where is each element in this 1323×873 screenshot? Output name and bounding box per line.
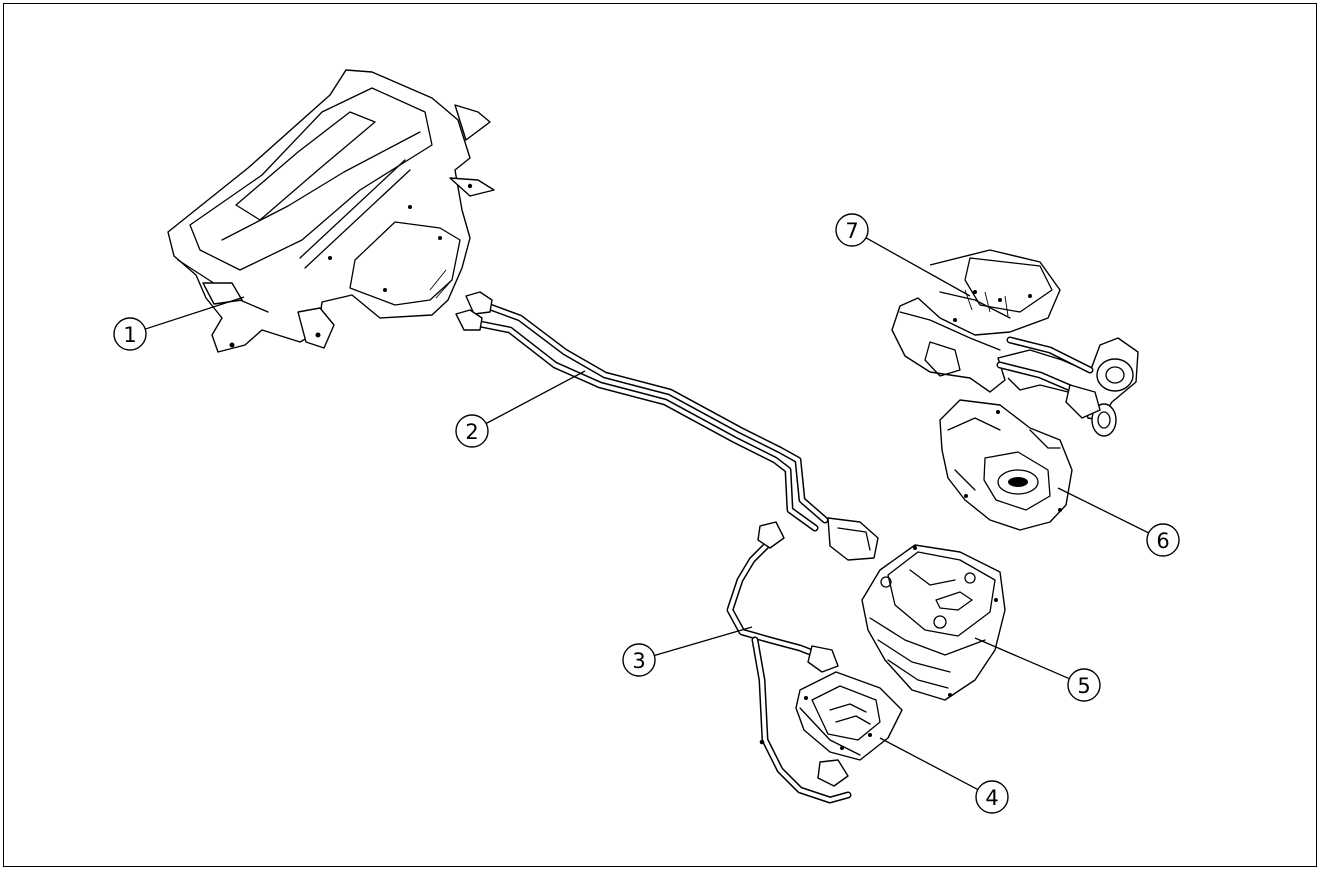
- part-5-inverter: [861, 544, 1006, 701]
- callout-leader-line: [485, 370, 586, 425]
- callout-layer: 1 2 3 4 5 6 7: [113, 213, 1180, 814]
- callout-circle: [835, 213, 869, 247]
- callout-number: 1: [123, 323, 136, 347]
- callout-number: 7: [845, 219, 858, 243]
- part-1-battery-tray: [167, 69, 495, 353]
- part-7-rear-module-assembly: [891, 249, 1139, 437]
- callout-5: 5: [974, 637, 1101, 702]
- callout-4: 4: [879, 737, 1009, 814]
- callout-1: 1: [113, 296, 245, 351]
- callout-number: 3: [632, 649, 645, 673]
- callout-leader-line: [145, 296, 245, 330]
- callout-2: 2: [455, 370, 586, 448]
- callout-number: 2: [465, 420, 478, 444]
- callout-number: 5: [1077, 674, 1090, 698]
- callout-6: 6: [1057, 487, 1180, 557]
- part-3-wiring-harness: [726, 521, 852, 804]
- part-6-drive-unit: [939, 399, 1073, 531]
- callout-circle: [975, 780, 1009, 814]
- callout-circle: [622, 643, 656, 677]
- callout-leader-line: [1057, 487, 1149, 534]
- callout-leader-line: [879, 737, 979, 791]
- callout-leader-line: [654, 626, 753, 657]
- callout-leader-line: [865, 237, 971, 297]
- callout-circle: [113, 317, 147, 351]
- callout-3: 3: [622, 626, 753, 677]
- drawing-border: [3, 3, 1317, 867]
- part-4-control-module: [795, 671, 903, 761]
- callout-circle: [1067, 668, 1101, 702]
- callout-7: 7: [835, 213, 971, 297]
- part-2-hv-cable: [455, 291, 879, 561]
- callout-number: 4: [985, 786, 998, 810]
- callout-leader-line: [974, 637, 1070, 680]
- callout-number: 6: [1156, 529, 1169, 553]
- callout-circle: [455, 414, 489, 448]
- callout-circle: [1146, 523, 1180, 557]
